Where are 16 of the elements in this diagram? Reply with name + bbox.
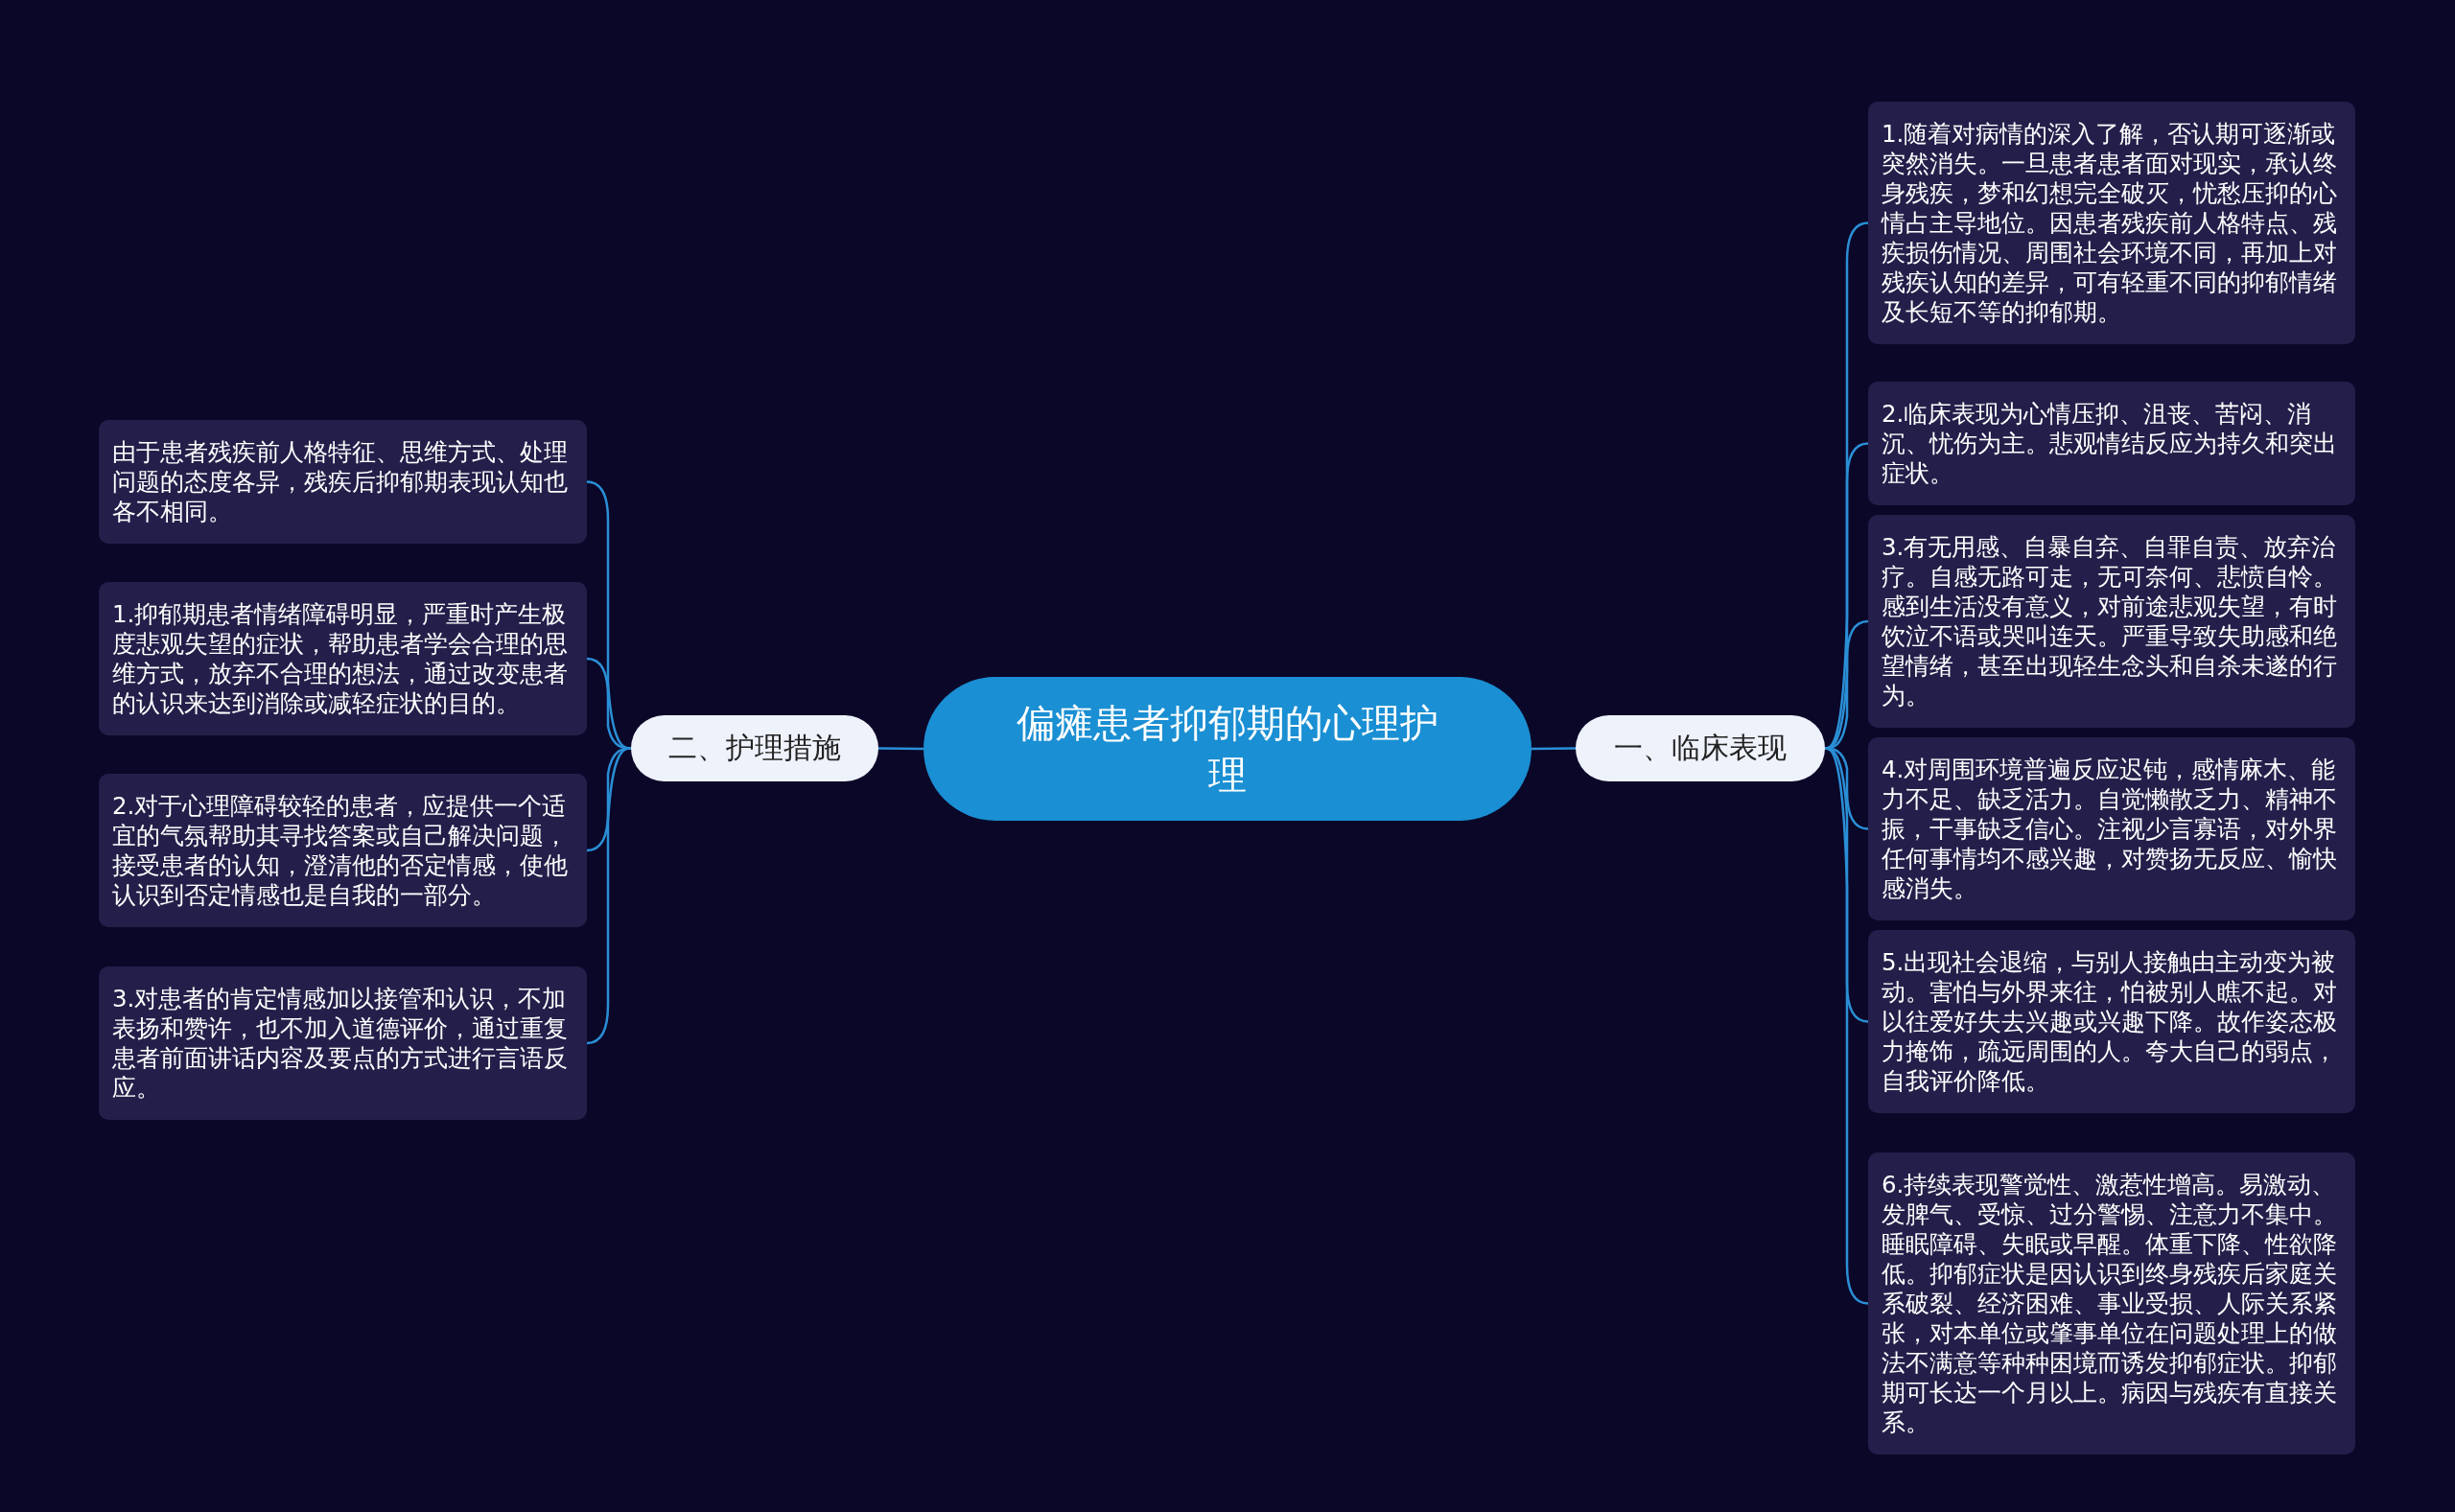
branch-box: 二、护理措施 [631,715,878,781]
note-card: 1.抑郁期患者情绪障碍明显，严重时产生极度悲观失望的症状，帮助患者学会合理的思维方式，放弃不合理的想法，通过改变患者的认识来达到消除或减轻症状的目的。 [99,582,587,735]
note-card: 3.对患者的肯定情感加以接管和认识，不加表扬和赞许，也不加入道德评价，通过重复患者前面讲话内容及要点的方式进行言语反应。 [99,966,587,1120]
connector-line [878,747,924,751]
note-card: 4.对周围环境普遍反应迟钝，感情麻木、能力不足、缺乏活力。自觉懒散乏力、精神不振，干事缺乏信心。注视少言寡语，对外界任何事情均不感兴趣，对赞扬无反应、愉快感消失。 [1868,737,2355,920]
note-card: 由于患者残疾前人格特征、思维方式、处理问题的态度各异，残疾后抑郁期表现认知也各不相同。 [99,420,587,544]
note-card: 5.出现社会退缩，与别人接触由主动变为被动。害怕与外界来往，怕被别人瞧不起。对以往爱好失去兴趣或兴趣下降。故作姿态极力掩饰，疏远周围的人。夸大自己的弱点，自我评价降低。 [1868,930,2355,1113]
note-card: 3.有无用感、自暴自弃、自罪自责、放弃治疗。自感无路可走，无可奈何、悲愤自怜。感到生活没有意义，对前途悲观失望，有时饮泣不语或哭叫连天。严重导致失助感和绝望情绪，甚至出现轻生念头和自杀未遂的行为。 [1868,515,2355,728]
connector-line [1824,747,1869,1305]
note-card: 2.临床表现为心情压抑、沮丧、苦闷、消沉、忧伤为主。悲观情结反应为持久和突出症状。 [1868,382,2355,505]
note-card: 2.对于心理障碍较轻的患者，应提供一个适宜的气氛帮助其寻找答案或自己解决问题，接受患者的认知，澄清他的否定情感，使他认识到否定情感也是自我的一部分。 [99,774,587,927]
connector-line [1531,747,1576,751]
branch-box: 一、临床表现 [1576,715,1825,781]
note-card: 1.随着对病情的深入了解，否认期可逐渐或突然消失。一旦患者患者面对现实，承认终身残疾，梦和幻想完全破灭，忧愁压抑的心情占主导地位。因患者残疾前人格特点、残疾损伤情况、周围社会环境不同，再加上对残疾认知的差异，可有轻重不同的抑郁情绪及长短不等的抑郁期。 [1868,102,2355,344]
topic-box: 偏瘫患者抑郁期的心理护理 [924,677,1531,821]
note-card: 6.持续表现警觉性、激惹性增高。易激动、发脾气、受惊、过分警惕、注意力不集中。睡眠障碍、失眠或早醒。体重下降、性欲降低。抑郁症状是因认识到终身残疾后家庭关系破裂、经济困难、事业受损、人际关系紧张，对本单位或肇事单位在问题处理上的做法不满意等种种困境而诱发抑郁症状。抑郁期可长达一个月以上。病因与残疾有直接关系。 [1868,1152,2355,1454]
